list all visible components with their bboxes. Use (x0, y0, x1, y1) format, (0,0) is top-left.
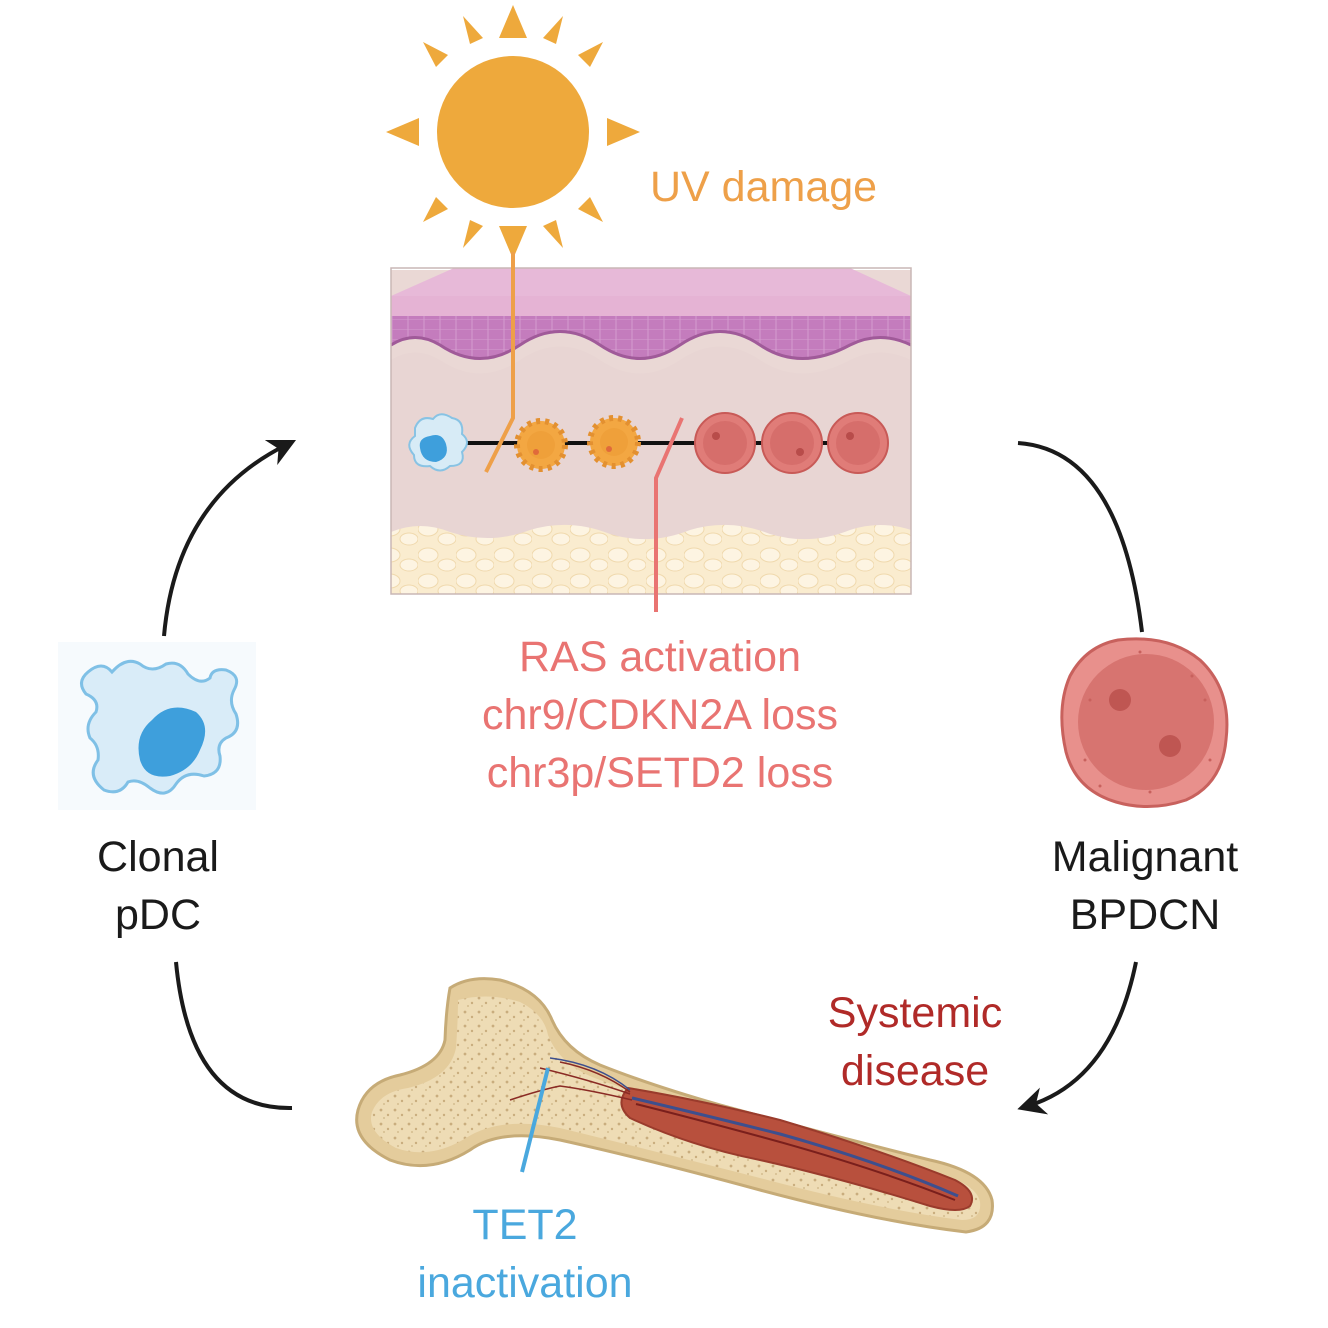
systemic-label-line2: disease (840, 1047, 990, 1095)
arrow-bone-to-pdc (174, 961, 293, 1111)
bone-icon (355, 977, 994, 1234)
tet2-inactivation-label: TET2 inactivation (380, 1196, 670, 1312)
transitional-cell-icon-2 (587, 415, 641, 469)
malignant-cell-icon (1060, 637, 1229, 809)
ras-activation-label: RAS activation (518, 633, 802, 681)
skin-malignant-cell-icon-2 (761, 412, 823, 474)
uv-damage-label: UV damage (650, 163, 878, 211)
cdkn2a-loss-label: chr9/CDKN2A loss (481, 691, 839, 739)
tet2-label-line2: inactivation (417, 1259, 633, 1307)
setd2-loss-label: chr3p/SETD2 loss (486, 749, 834, 797)
clonal-label-line1: Clonal (97, 833, 219, 881)
systemic-label-line1: Systemic (827, 989, 1003, 1037)
skin-pdc-cell-icon (408, 413, 468, 472)
sun-icon (386, 5, 640, 259)
mutation-label-group: RAS activation chr9/CDKN2A loss chr3p/SE… (410, 628, 910, 802)
skin-malignant-cell-icon-1 (694, 412, 756, 474)
tet2-pointer-line (520, 1067, 550, 1173)
malignant-bpdcn-label: Malignant BPDCN (1020, 828, 1270, 944)
transitional-cell-icon-1 (514, 418, 568, 472)
pdc-cell-icon (58, 642, 256, 810)
skin-tissue-icon (390, 267, 912, 595)
arrow-skin-to-malignant (1017, 441, 1144, 633)
malignant-label-line1: Malignant (1051, 833, 1239, 881)
mutation-pointer-line (654, 417, 684, 612)
skin-malignant-cell-icon-3 (827, 412, 889, 474)
arrow-malignant-to-bone (1017, 961, 1138, 1115)
systemic-disease-label: Systemic disease (800, 984, 1030, 1100)
clonal-pdc-label: Clonal pDC (58, 828, 258, 944)
malignant-label-line2: BPDCN (1069, 891, 1221, 939)
tet2-label-line1: TET2 (472, 1201, 578, 1249)
arrow-pdc-to-skin (162, 439, 297, 637)
uv-pointer-line (484, 252, 515, 473)
clonal-label-line2: pDC (114, 891, 202, 939)
